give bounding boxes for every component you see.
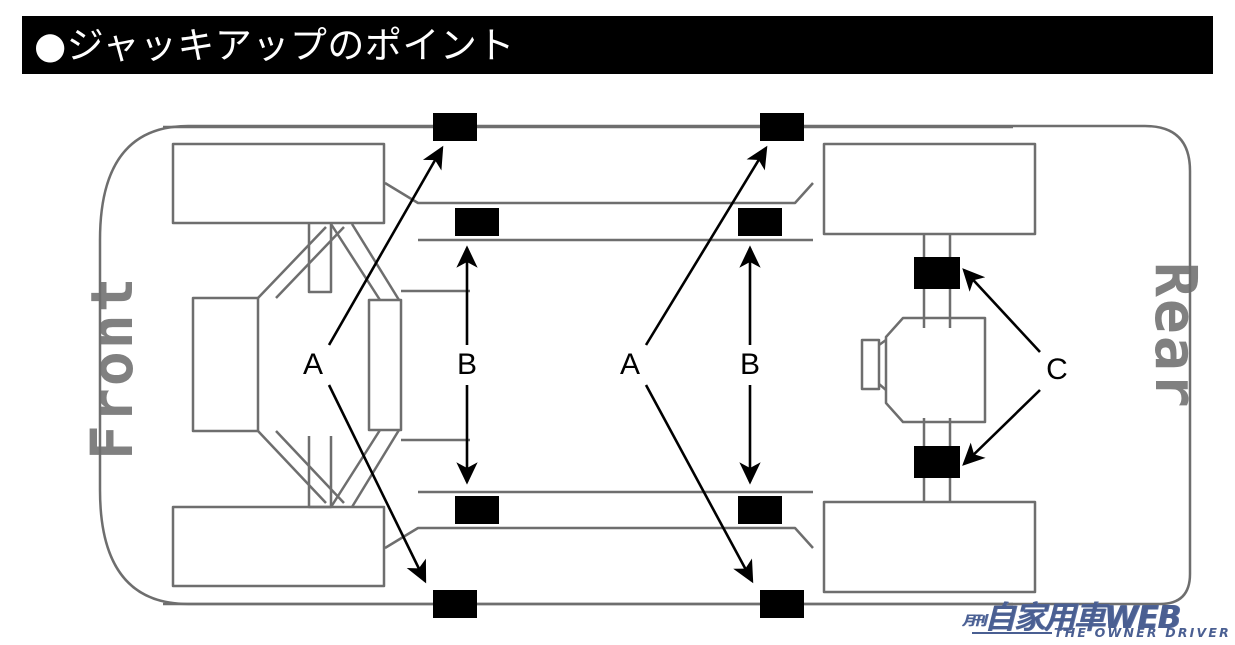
jack-point-outer-rear-left [760, 113, 804, 141]
front-center-tunnel-upper [307, 224, 333, 294]
differential-housing [884, 316, 987, 424]
propshaft-stub-lower [878, 383, 887, 391]
watermark-logo-prefix: 月刊 [962, 614, 986, 629]
callout-arrow-a-front-upper [327, 145, 444, 346]
page-title: ●ジャッキアップのポイント [34, 23, 515, 67]
callout-arrow-a-front-lower [327, 384, 427, 584]
watermark-logo-text: 月刊自家用車WEB [962, 592, 1181, 637]
propshaft-stub-upper [878, 338, 887, 347]
callout-label-b-rear: B [740, 348, 760, 381]
rear-right-wheel [822, 500, 1037, 594]
front-tie-rod-lower-b [350, 429, 401, 508]
watermark-logo-web: WEB [1104, 600, 1181, 636]
callout-label-a-rear: A [620, 348, 640, 381]
front-lower-control-arm-left-2 [275, 430, 345, 504]
front-center-tunnel-lower [307, 436, 333, 509]
watermark-rule [972, 632, 1052, 634]
jack-point-sill-front-right [455, 496, 499, 524]
jack-point-sill-front-left [455, 208, 499, 236]
callout-arrow-a-rear-upper [644, 145, 768, 346]
car-body-outline [98, 124, 1192, 606]
front-upper-control-arm-left-2 [275, 226, 345, 299]
jack-point-outer-rear-right [760, 590, 804, 618]
front-right-strut [367, 298, 403, 432]
publication-watermark: 月刊自家用車WEB THE OWNER DRIVER [962, 592, 1229, 640]
front-lower-crossmember [171, 505, 386, 588]
title-bar: ●ジャッキアップのポイント [22, 16, 1213, 74]
propshaft-flange [860, 338, 881, 391]
callout-arrow-c-upper [962, 268, 1041, 353]
watermark-logo-main: 自家用車 [984, 600, 1105, 636]
jack-point-sill-rear-left [738, 208, 782, 236]
front-upper-crossmember [171, 142, 386, 225]
jack-point-rear-axle-lower [914, 446, 960, 478]
callout-label-b-front: B [457, 348, 477, 381]
jack-point-outer-front-left [433, 113, 477, 141]
jack-point-outer-front-right [433, 590, 477, 618]
front-upper-control-arm-left [257, 226, 327, 299]
rear-left-wheel [822, 142, 1037, 236]
front-tie-rod-upper-a [329, 223, 382, 301]
front-tie-rod-lower-a [329, 429, 382, 508]
front-left-wheel [191, 296, 260, 433]
jack-point-rear-axle-upper [914, 257, 960, 289]
callout-arrow-c-lower [962, 389, 1041, 466]
upper-side-sill [384, 181, 814, 205]
callout-label-a-front: A [303, 348, 323, 381]
front-lower-control-arm-left [257, 430, 327, 504]
callout-label-c: C [1046, 353, 1068, 386]
watermark-subtitle: THE OWNER DRIVER [1054, 625, 1231, 640]
callout-arrow-a-rear-lower [644, 384, 754, 584]
jack-point-sill-rear-right [738, 496, 782, 524]
lower-side-sill [384, 526, 814, 550]
